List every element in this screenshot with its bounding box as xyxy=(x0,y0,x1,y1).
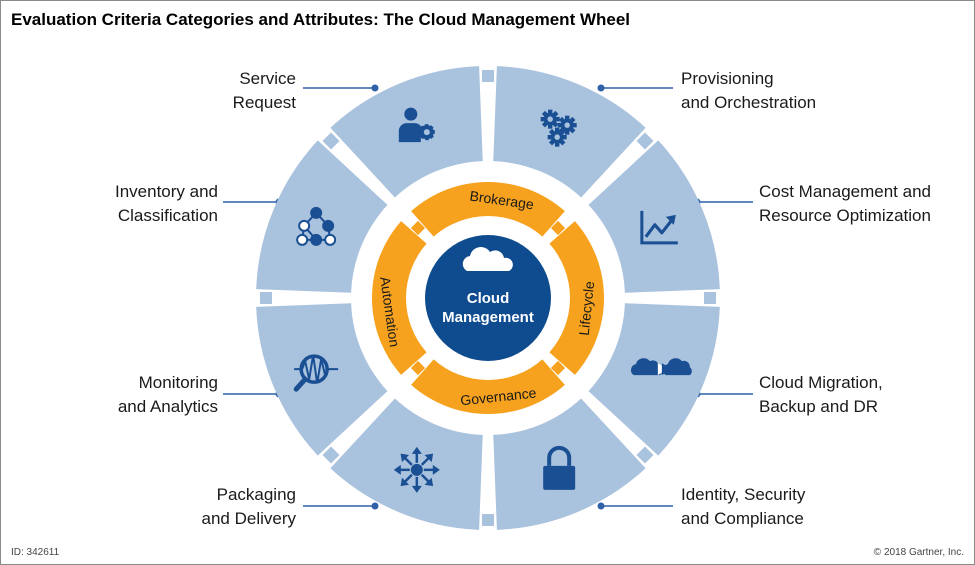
outer-gap-marker xyxy=(636,132,654,150)
outer-gap-marker xyxy=(482,514,494,526)
gears-icon xyxy=(540,109,577,147)
outer-gap-marker xyxy=(704,292,716,304)
copyright: © 2018 Gartner, Inc. xyxy=(873,547,964,558)
connector-dot xyxy=(371,502,379,510)
label-inventory: Inventory and Classification xyxy=(114,182,218,225)
outer-segment-6 xyxy=(256,140,388,293)
center-title-line1: Cloud xyxy=(467,290,510,307)
cloud-migration-icon xyxy=(630,358,692,376)
outer-segment-1 xyxy=(588,140,720,293)
inner-segment-2 xyxy=(411,359,565,415)
figure-id: ID: 342611 xyxy=(11,547,60,558)
inner-gap-marker xyxy=(550,220,566,236)
hierarchy-icon xyxy=(296,206,337,246)
outer-gap-marker xyxy=(322,446,340,464)
outer-segment-4 xyxy=(330,398,483,530)
center-circle xyxy=(425,235,551,361)
outer-segment-0 xyxy=(493,66,646,198)
label-cost-management: Cost Management and Resource Optimizatio… xyxy=(759,182,931,225)
label-cloud-migration: Cloud Migration, Backup and DR xyxy=(759,373,883,416)
arrows-hub-icon xyxy=(393,446,440,493)
label-identity-security: Identity, Security and Compliance xyxy=(681,485,806,528)
label-monitoring: Monitoring and Analytics xyxy=(117,373,218,416)
connector-dot xyxy=(597,84,605,92)
inner-gap-marker xyxy=(410,220,426,236)
center-cloud-icon xyxy=(462,247,513,271)
connector-dot xyxy=(597,502,605,510)
outer-segment-2 xyxy=(588,303,720,456)
outer-gap-marker xyxy=(482,70,494,82)
inner-segment-1 xyxy=(549,221,604,375)
center-title-line2: Management xyxy=(442,309,534,326)
connector-dot xyxy=(371,84,379,92)
figure-title: Evaluation Criteria Categories and Attri… xyxy=(11,10,631,29)
person-gear-icon xyxy=(398,107,435,143)
trend-chart-icon xyxy=(640,210,678,245)
inner-gap-marker xyxy=(550,360,566,376)
outer-gap-marker xyxy=(636,446,654,464)
label-service-request: Service Request xyxy=(232,69,296,112)
outer-gap-marker xyxy=(260,292,272,304)
inner-gap-marker xyxy=(410,360,426,376)
outer-gap-marker xyxy=(322,132,340,150)
label-packaging: Packaging and Delivery xyxy=(201,485,297,528)
inner-label-governance: Governance xyxy=(460,384,538,408)
magnifier-waveform-icon xyxy=(293,354,339,392)
inner-segment-0 xyxy=(411,181,565,237)
lock-icon xyxy=(543,445,576,490)
inner-segment-3 xyxy=(372,221,427,375)
inner-label-lifecycle: Lifecycle xyxy=(576,280,598,336)
label-provisioning: Provisioning and Orchestration xyxy=(681,69,817,112)
